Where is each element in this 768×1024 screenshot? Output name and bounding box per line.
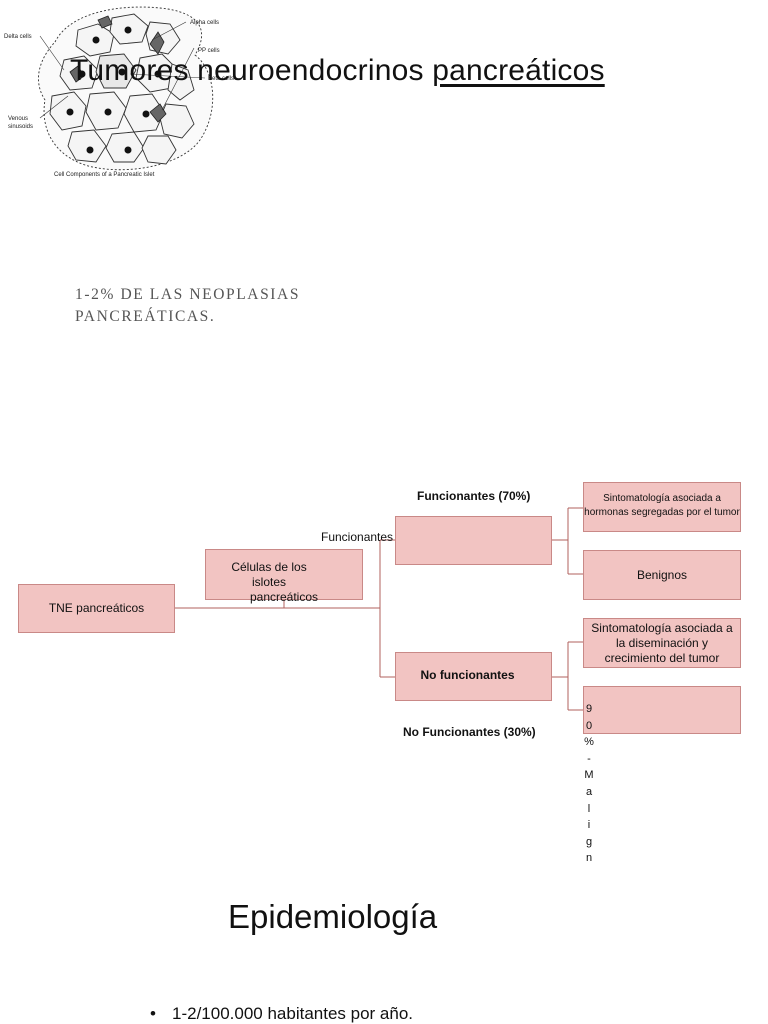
islet-cell [95,53,137,89]
leader-pp [161,47,195,111]
epidemiologia-item-text: 1-2/100.000 habitantes por año. [172,1004,414,1023]
leaf-sintomatologia-hormonas: Sintomatología asociada a hormonas segre… [583,482,741,532]
node-no-funcionantes-label: No funcionantes [420,668,515,682]
node-cells-line3: pancreáticos [249,590,319,604]
label-funcionantes: Funcionantes [321,530,394,544]
leader-alpha [151,21,187,41]
vertical-char: M [584,769,594,782]
subtitle-line2: PANCREÁTICAS. [75,308,216,325]
pp-cell [149,103,167,123]
nucleus [86,146,94,154]
epidemiologia-item: • 1-2/100.000 habitantes por año. [150,1004,413,1024]
islet-cell [141,135,177,165]
leaf-diseminacion-line2: la diseminación y [615,636,709,650]
leader-beta [129,73,206,79]
title-underlined: pancreáticos [432,54,605,87]
vertical-char: g [585,835,593,848]
islet-cell [105,131,145,163]
label-pp-cells: PP cells [198,48,220,54]
nucleus [104,108,112,116]
figure-caption: Cell Components of a Pancreatic Islet [54,172,155,178]
title-main: Tumores neuroendocrinos [70,54,433,87]
nucleus [118,68,126,76]
subtitle: 1-2% DE LAS NEOPLASIAS PANCREÁTICAS. [75,284,435,328]
pancreatic-islet-figure: Delta cells Alpha cells PP cells Beta ce… [4,6,234,178]
alpha-cell [149,31,165,55]
subtitle-line1: 1-2% DE LAS NEOPLASIAS [75,286,301,303]
islet-cell [167,63,195,101]
node-cells-line1: Células de los [231,560,307,574]
nucleus [92,36,100,44]
node-cells-line2: islotes [251,575,286,589]
leaf-sintomatologia-diseminacion: Sintomatología asociada a la diseminació… [583,618,741,668]
epidemiologia-title: Epidemiología [228,898,438,935]
leader-delta [39,35,65,71]
nucleus [66,108,74,116]
vertical-char: a [585,785,593,798]
page-title: Tumores neuroendocrinos pancreáticos [70,54,605,88]
label-sinusoids: sinusoids [8,124,33,130]
leaf-benignos-label: Benignos [636,568,688,582]
vertical-char: n [585,852,593,865]
node-no-funcionantes: No funcionantes [395,652,552,701]
node-celulas-islotes: Células de los islotes pancreáticos [205,549,363,604]
islet-cell [67,129,107,163]
nucleus [142,110,150,118]
vertical-char: % [584,736,594,749]
node-tne-label: TNE pancreáticos [48,601,145,615]
leaf-hormonas-line1: Sintomatología asociada a [603,493,721,504]
leaf-benignos: Benignos [583,550,741,600]
leaf-diseminacion-line3: crecimiento del tumor [604,651,720,665]
node-funcionantes [395,516,552,565]
vertical-char: 0 [585,719,593,732]
leaf-malignos [583,686,741,734]
leaf-diseminacion-line1: Sintomatología asociada a [591,621,733,635]
vertical-char: i [587,819,591,832]
node-tne-pancreaticos: TNE pancreáticos [18,584,175,633]
alpha-cell [97,15,113,29]
header-no-funcionantes-30: No Funcionantes (30%) [403,725,536,739]
label-venous: Venous [8,116,28,122]
leader-venous [39,95,69,119]
nucleus [78,70,86,78]
label-beta-cells: Beta cells [208,76,234,82]
vertical-char: l [587,802,591,815]
leaf-hormonas-line2: hormonas segregadas por el tumor [584,507,740,518]
header-funcionantes-70: Funcionantes (70%) [417,489,531,503]
nucleus [124,146,132,154]
label-alpha-cells: Alpha cells [190,20,219,26]
vertical-char: - [587,752,591,765]
vertical-char: 9 [585,703,593,715]
label-delta-cells: Delta cells [4,34,32,40]
nucleus [124,26,132,34]
bullet-icon: • [150,1004,156,1023]
